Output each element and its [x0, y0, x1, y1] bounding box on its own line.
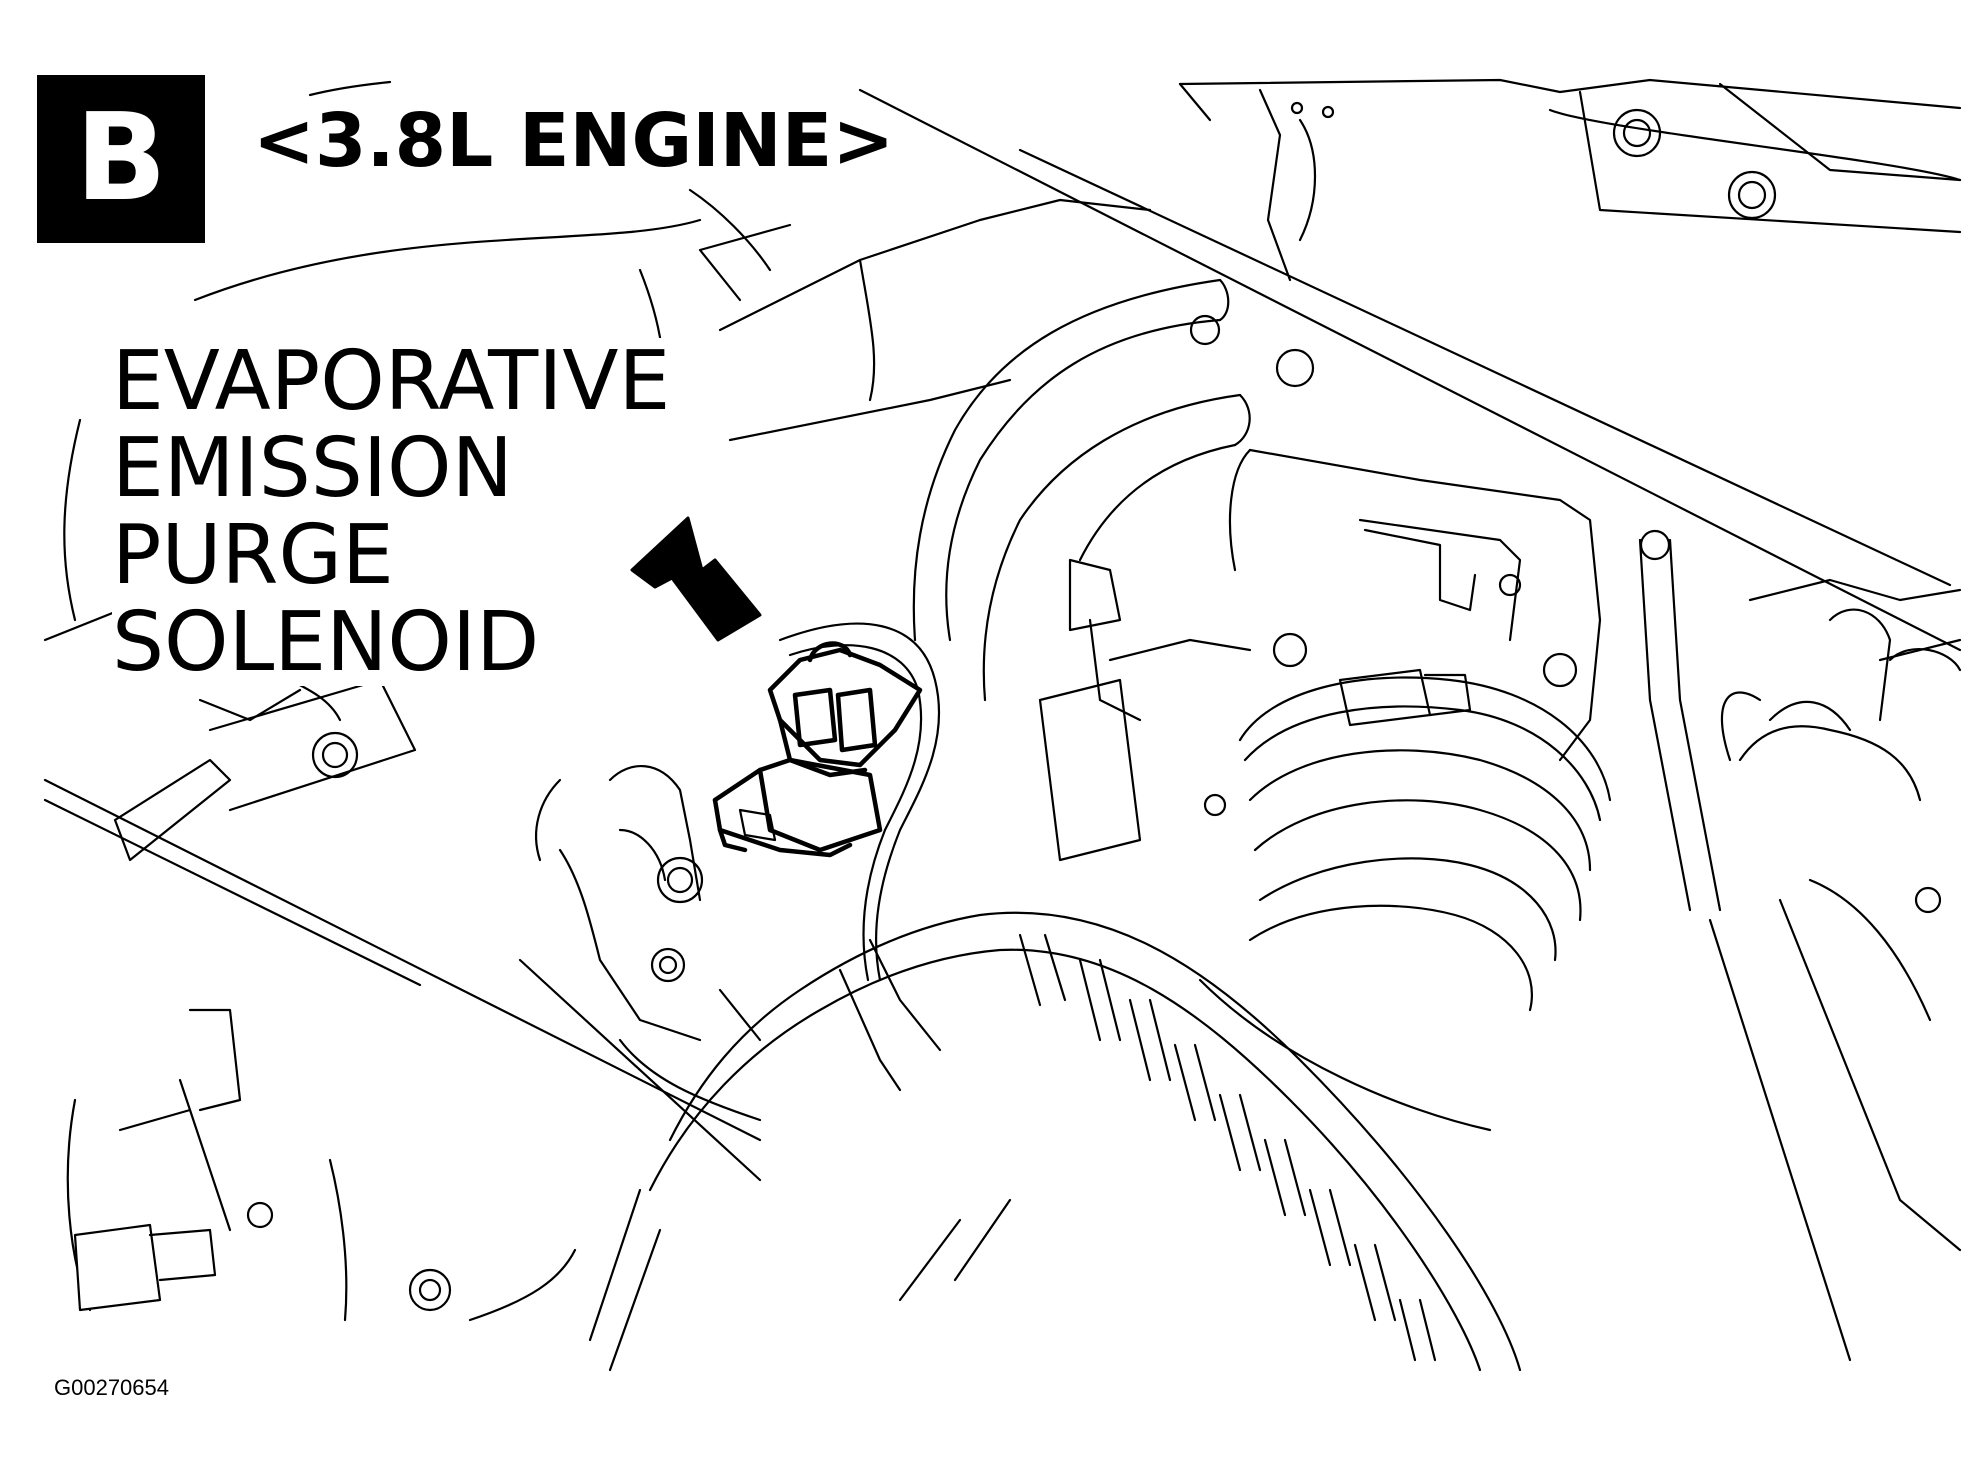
- valve-cover: [1178, 78, 1962, 282]
- page-title: <3.8L ENGINE>: [253, 98, 895, 184]
- air-cleaner-housing: [588, 911, 1522, 1372]
- section-badge: B: [37, 75, 205, 243]
- frame-beams: [43, 82, 1962, 1182]
- vacuum-hoses: [912, 278, 1315, 702]
- wiring-harness: [778, 622, 941, 982]
- component-label: EVAPORATIVE EMISSION PURGE SOLENOID: [112, 334, 671, 690]
- component-label-line: SOLENOID: [112, 595, 540, 690]
- component-label-line: PURGE: [112, 508, 394, 603]
- figure-code: G00270654: [54, 1375, 169, 1400]
- component-label-line: EVAPORATIVE: [112, 334, 671, 429]
- lower-left-bracket: [66, 678, 577, 1322]
- right-fittings: [1638, 529, 1962, 1362]
- throttle-body: [1038, 448, 1602, 862]
- purge-solenoid: [712, 641, 923, 858]
- solenoid-mount: [535, 765, 942, 1122]
- component-label-line: EMISSION: [112, 421, 513, 516]
- intake-duct: [1198, 668, 1612, 1132]
- engine-upper-outline: [43, 80, 1152, 642]
